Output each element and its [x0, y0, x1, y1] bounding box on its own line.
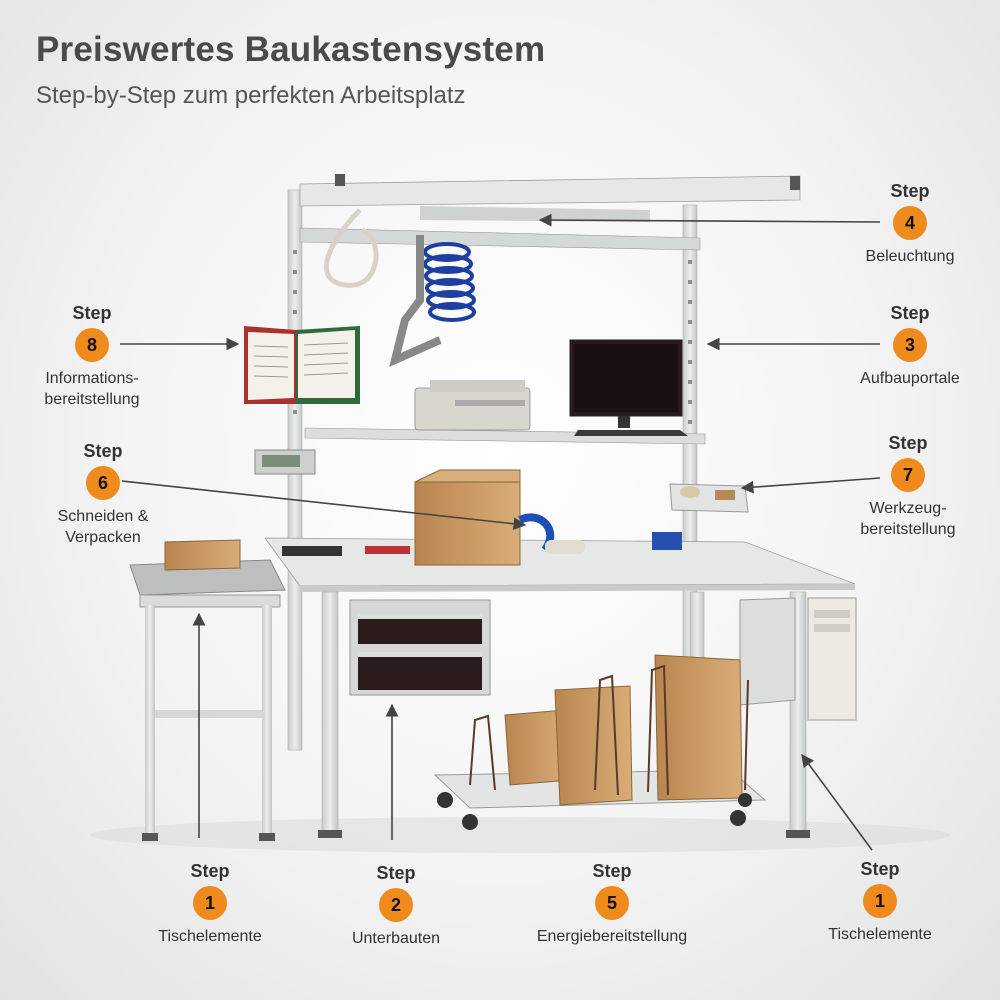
arrow-step4 — [538, 213, 881, 227]
computer-tower-icon — [807, 597, 857, 721]
callout-step-label: Step — [376, 863, 416, 883]
callout-label: Werkzeug- — [869, 500, 947, 517]
callout-label: Tischelemente — [158, 928, 262, 945]
callout-arrows — [120, 213, 881, 851]
callout-step3: Step 3 Aufbauportale — [850, 302, 970, 389]
callout-step-label: Step — [860, 859, 900, 879]
callout-step-label: Step — [83, 441, 123, 461]
page-subtitle: Step-by-Step zum perfekten Arbeitsplatz — [36, 82, 466, 109]
tool-tray — [669, 483, 749, 513]
callout-step-label: Step — [888, 433, 928, 453]
arrow-step1-right — [801, 753, 873, 851]
step-number-badge: 1 — [193, 886, 227, 920]
side-table — [129, 539, 286, 841]
arrow-step7 — [740, 477, 881, 494]
callout-step8: Step 8 Informations- bereitstellung — [32, 302, 152, 410]
air-hose-coil — [324, 208, 476, 367]
callout-step1-left: Step 1 Tischelemente — [140, 860, 280, 947]
callout-step-label: Step — [890, 181, 930, 201]
carton-trolley — [433, 654, 767, 830]
callout-label: Beleuchtung — [865, 248, 955, 265]
callout-label: bereitstellung — [860, 521, 956, 538]
callout-step4: Step 4 Beleuchtung — [850, 180, 970, 267]
callout-step6: Step 6 Schneiden & Verpacken — [43, 440, 163, 548]
step-number-badge: 3 — [893, 328, 927, 362]
callout-label: Informations- — [45, 370, 139, 387]
callout-step-label: Step — [890, 303, 930, 323]
step-number-badge: 7 — [891, 458, 925, 492]
drawer-unit — [349, 599, 491, 696]
step-number-badge: 1 — [863, 884, 897, 918]
step-number-badge: 8 — [75, 328, 109, 362]
carton-box — [414, 469, 682, 566]
scale-display — [254, 449, 316, 475]
upper-shelf — [304, 427, 706, 445]
step-number-badge: 2 — [379, 888, 413, 922]
page-title: Preiswertes Baukastensystem — [36, 30, 546, 69]
callout-label: Aufbauportale — [860, 370, 960, 387]
step-number-badge: 6 — [86, 466, 120, 500]
printer-icon — [414, 380, 531, 431]
callout-label: Verpacken — [65, 529, 141, 546]
callout-step1-right: Step 1 Tischelemente — [810, 858, 950, 945]
step-number-badge: 4 — [893, 206, 927, 240]
document-display — [244, 326, 360, 404]
callout-step-label: Step — [592, 861, 632, 881]
arrow-step6 — [121, 480, 527, 531]
callout-label: Schneiden & — [57, 508, 149, 525]
floor-shadow — [90, 817, 950, 853]
main-workbench — [264, 537, 856, 838]
callout-label: Unterbauten — [351, 930, 441, 947]
callout-label: Tischelemente — [828, 926, 932, 943]
callout-label: bereitstellung — [44, 391, 140, 408]
callout-step-label: Step — [190, 861, 230, 881]
callout-step5: Step 5 Energiebereitstellung — [522, 860, 702, 947]
callout-label: Energiebereitstellung — [536, 928, 688, 945]
callout-step7: Step 7 Werkzeug- bereitstellung — [848, 432, 968, 540]
step-number-badge: 5 — [595, 886, 629, 920]
callout-step-label: Step — [72, 303, 112, 323]
monitor-icon — [569, 339, 688, 436]
callout-step2: Step 2 Unterbauten — [336, 862, 456, 949]
